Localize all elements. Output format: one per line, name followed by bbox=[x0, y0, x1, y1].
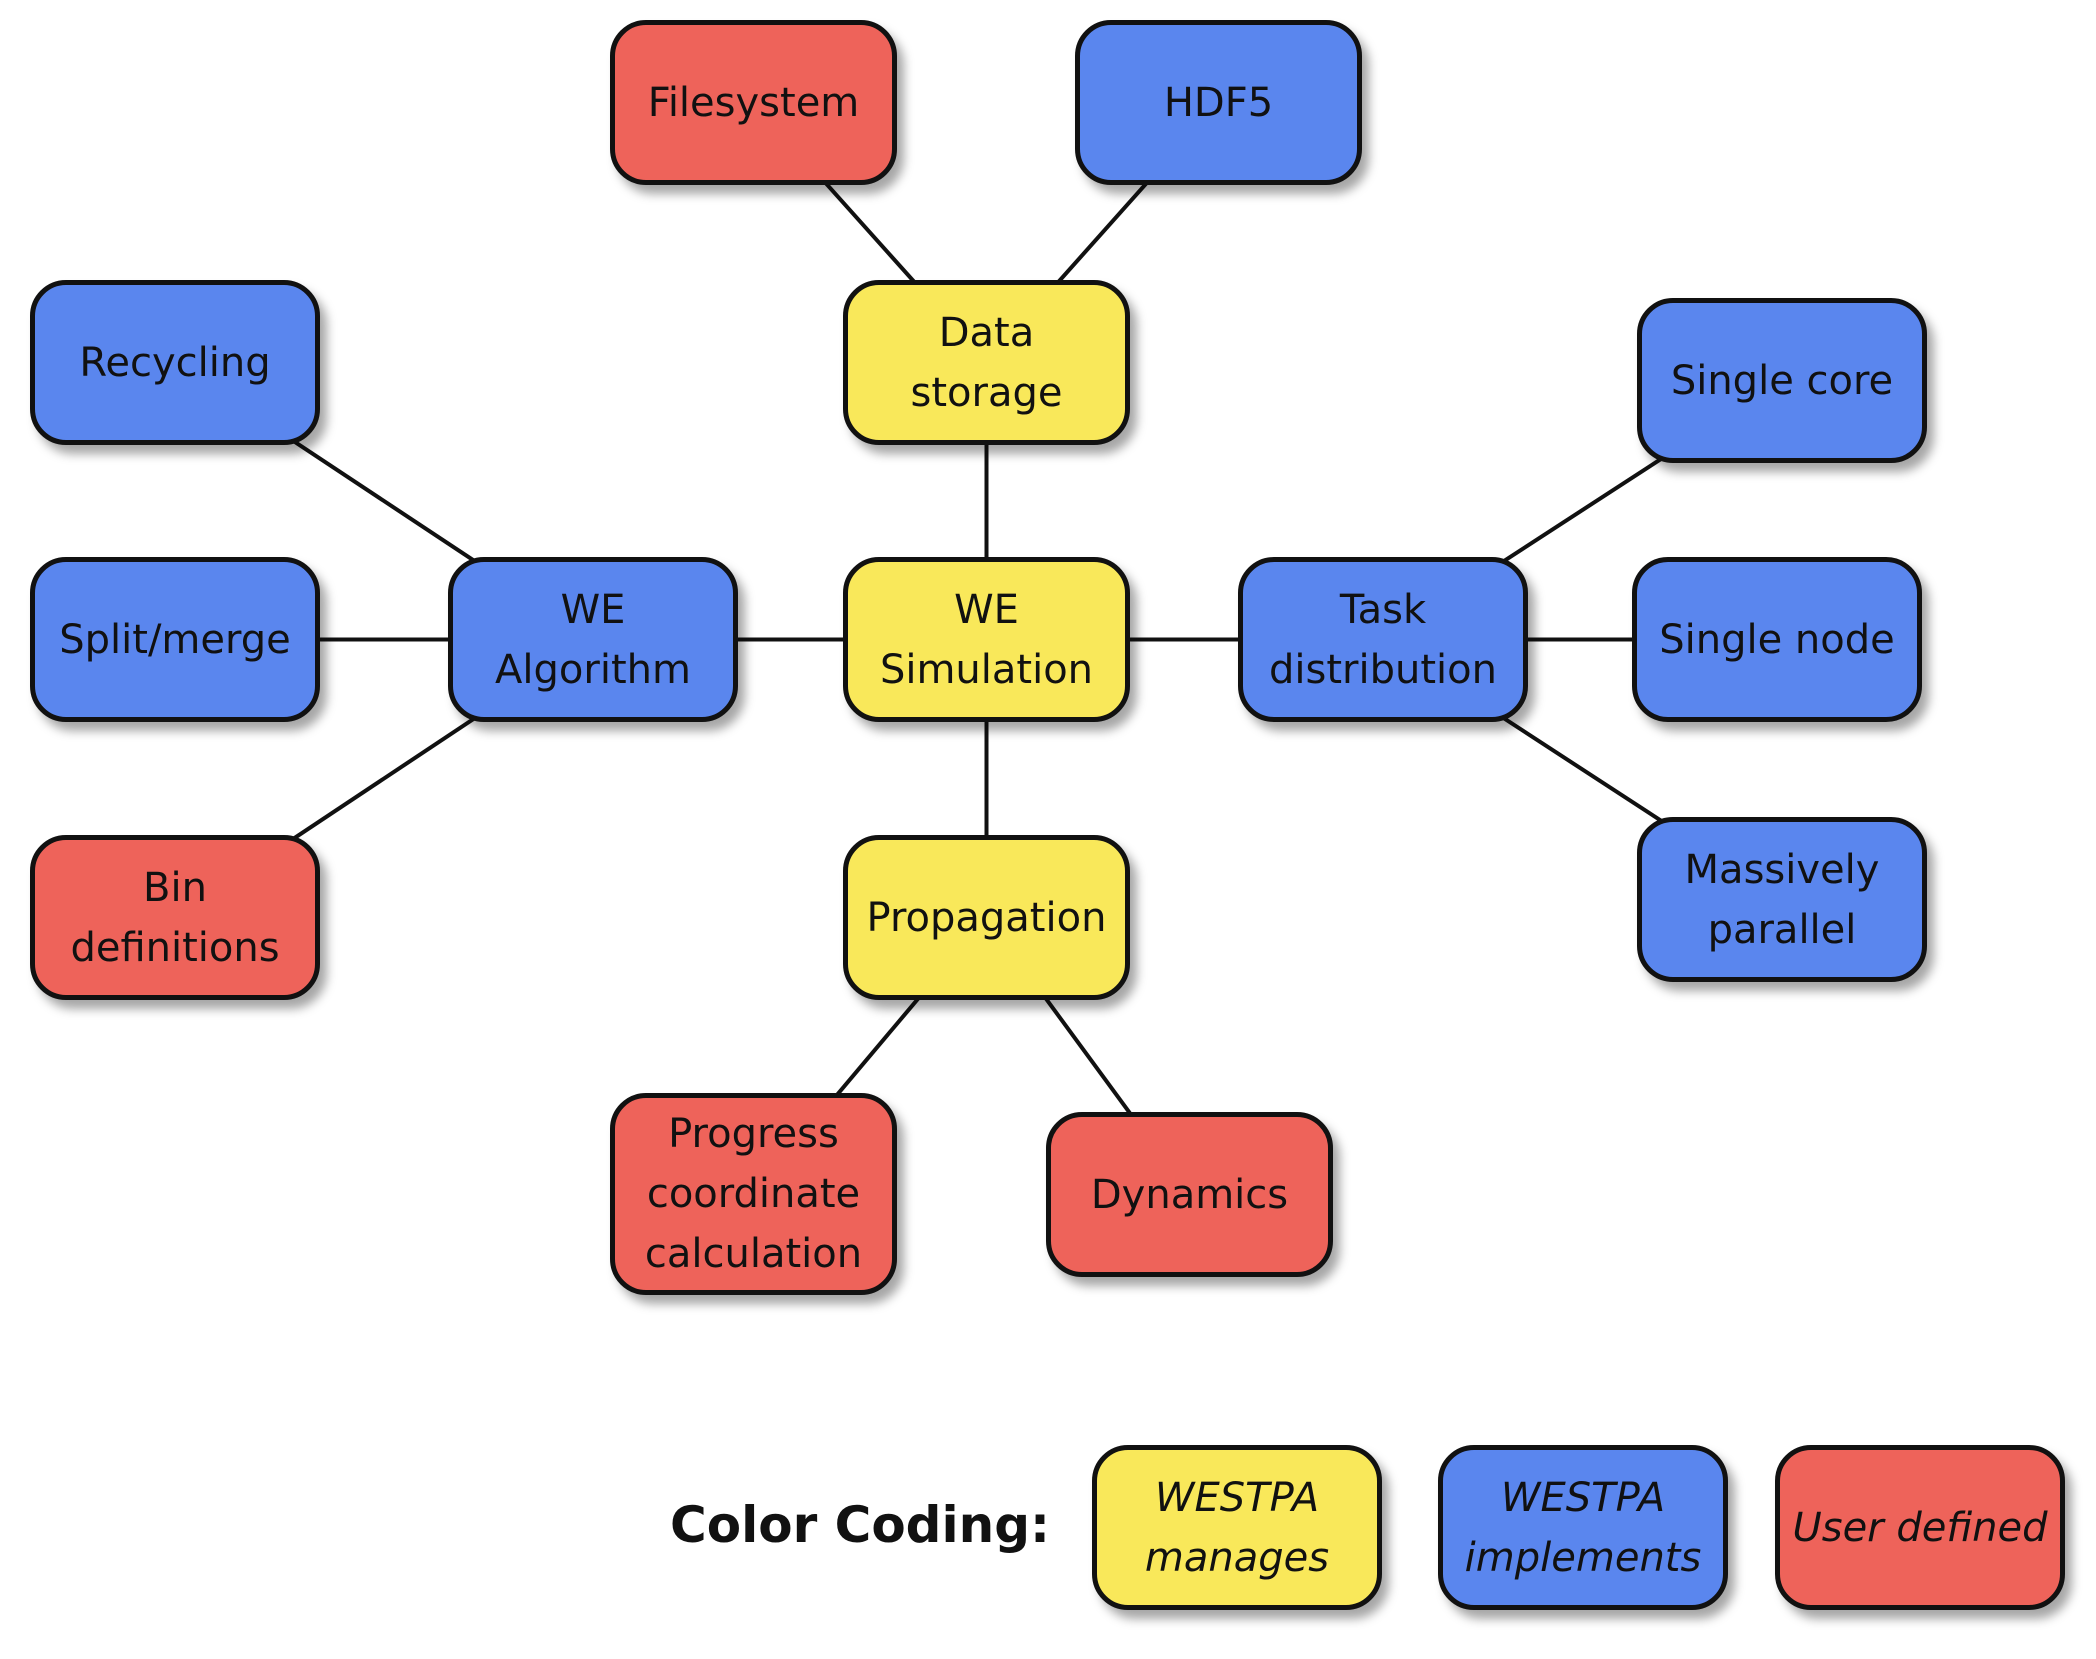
legend-westpa-implements: WESTPA implements bbox=[1438, 1445, 1728, 1610]
node-task-distribution: Task distribution bbox=[1238, 557, 1528, 722]
node-propagation-label: Propagation bbox=[866, 894, 1107, 941]
node-task-distribution-label: Task distribution bbox=[1269, 586, 1497, 693]
node-hdf5-label: HDF5 bbox=[1163, 79, 1274, 126]
node-dynamics-label: Dynamics bbox=[1090, 1171, 1289, 1218]
node-propagation: Propagation bbox=[843, 835, 1130, 1000]
node-we-simulation: WE Simulation bbox=[843, 557, 1130, 722]
node-massively-parallel-label: Massively parallel bbox=[1684, 846, 1880, 953]
node-progress-coordinate: Progress coordinate calculation bbox=[610, 1093, 897, 1295]
node-recycling: Recycling bbox=[30, 280, 320, 445]
node-single-node-label: Single node bbox=[1659, 616, 1895, 663]
node-progress-coordinate-label: Progress coordinate calculation bbox=[644, 1111, 863, 1277]
node-massively-parallel: Massively parallel bbox=[1637, 817, 1927, 982]
node-we-simulation-label: WE Simulation bbox=[879, 586, 1094, 693]
legend-westpa-manages: WESTPA manages bbox=[1092, 1445, 1382, 1610]
node-bin-definitions-label: Bin definitions bbox=[70, 864, 280, 971]
node-bin-definitions: Bin definitions bbox=[30, 835, 320, 1000]
node-split-merge: Split/merge bbox=[30, 557, 320, 722]
node-single-core-label: Single core bbox=[1670, 357, 1894, 404]
node-data-storage-label: Data storage bbox=[910, 309, 1063, 416]
node-single-core: Single core bbox=[1637, 298, 1927, 463]
legend-westpa-manages-label: WESTPA manages bbox=[1144, 1474, 1330, 1581]
legend-westpa-implements-label: WESTPA implements bbox=[1464, 1474, 1702, 1581]
node-single-node: Single node bbox=[1632, 557, 1922, 722]
node-split-merge-label: Split/merge bbox=[59, 616, 291, 663]
node-hdf5: HDF5 bbox=[1075, 20, 1362, 185]
node-filesystem: Filesystem bbox=[610, 20, 897, 185]
node-we-algorithm: WE Algorithm bbox=[448, 557, 738, 722]
node-recycling-label: Recycling bbox=[79, 339, 271, 386]
node-dynamics: Dynamics bbox=[1046, 1112, 1333, 1277]
node-data-storage: Data storage bbox=[843, 280, 1130, 445]
node-we-algorithm-label: WE Algorithm bbox=[495, 586, 691, 693]
legend-user-defined: User defined bbox=[1775, 1445, 2065, 1610]
legend-title: Color Coding: bbox=[670, 1496, 1050, 1554]
node-filesystem-label: Filesystem bbox=[647, 79, 860, 126]
legend-user-defined-label: User defined bbox=[1792, 1504, 2048, 1551]
